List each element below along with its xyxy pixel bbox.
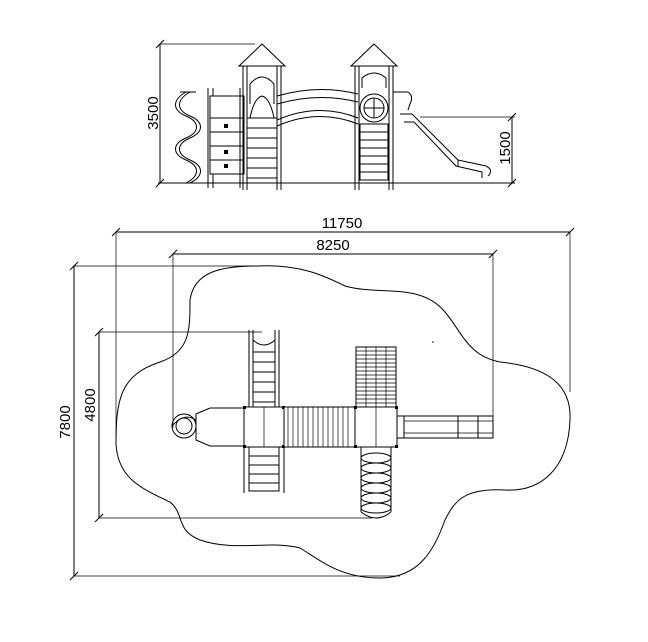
elevation-view: 3500 bbox=[145, 39, 517, 190]
plan-view: 11750 8250 7800 4800 bbox=[57, 215, 575, 581]
left-platform bbox=[207, 88, 245, 188]
equipment-depth-dimension-label: 4800 bbox=[82, 388, 99, 421]
ladder-north bbox=[248, 330, 280, 407]
height-dimension: 3500 bbox=[145, 39, 255, 188]
left-deck bbox=[195, 407, 245, 447]
spiral-climber-plan bbox=[171, 413, 197, 439]
left-tower bbox=[237, 43, 287, 190]
equipment-depth-dimension: 4800 bbox=[82, 327, 372, 523]
slide bbox=[400, 113, 492, 178]
overall-width-dimension-label: 11750 bbox=[322, 215, 363, 232]
slide-height-dimension-label: 1500 bbox=[497, 131, 514, 164]
net-climber bbox=[355, 346, 397, 408]
safety-zone-outline bbox=[115, 265, 571, 579]
bridge-plan bbox=[283, 406, 356, 448]
height-dimension-label: 3500 bbox=[145, 96, 162, 129]
steps-south bbox=[243, 446, 285, 493]
overall-depth-dimension: 7800 bbox=[57, 261, 400, 581]
left-tower-plan bbox=[243, 406, 285, 448]
reference-dot bbox=[432, 341, 434, 343]
spiral-climber bbox=[175, 91, 201, 184]
slide-plan bbox=[396, 415, 494, 439]
tube-climber bbox=[360, 447, 392, 519]
slide-height-dimension: 1500 bbox=[420, 112, 517, 188]
equipment-width-dimension: 8250 bbox=[168, 237, 498, 428]
bridge bbox=[276, 89, 359, 127]
overall-width-dimension: 11750 bbox=[111, 215, 575, 436]
right-tower bbox=[349, 43, 413, 190]
equipment-width-dimension-label: 8250 bbox=[316, 237, 349, 254]
right-tower-plan bbox=[354, 406, 398, 448]
overall-depth-dimension-label: 7800 bbox=[57, 405, 74, 438]
